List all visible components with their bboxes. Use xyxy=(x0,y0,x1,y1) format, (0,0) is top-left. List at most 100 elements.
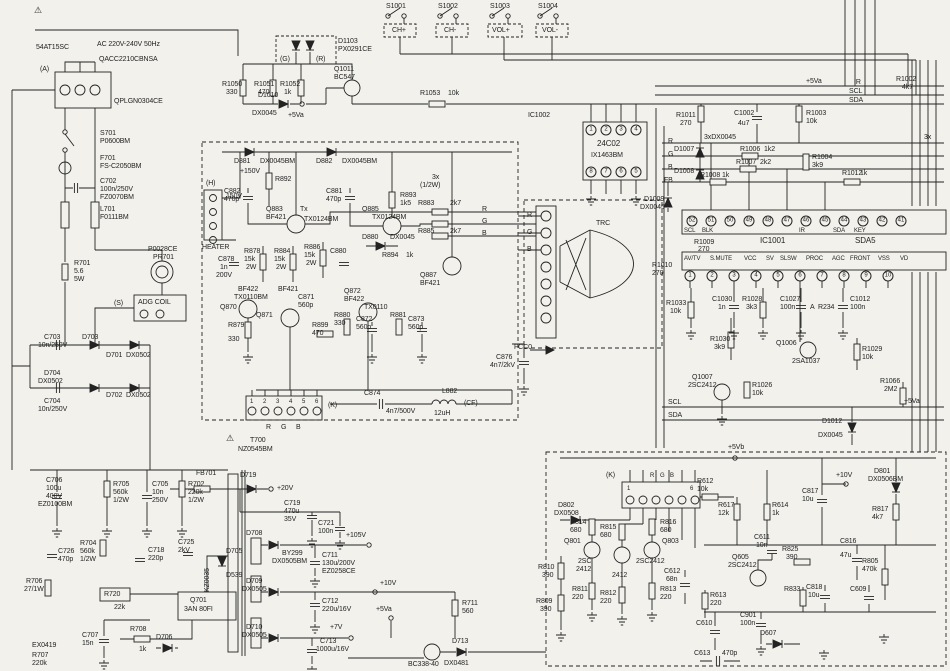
component-label: D709 xyxy=(246,578,263,585)
component-label: 560 xyxy=(462,608,474,615)
component-label: EZ0100BM xyxy=(38,501,73,508)
component-label: SLSW xyxy=(780,256,797,262)
component-label: R1004 xyxy=(812,154,833,161)
component-label: 5 xyxy=(302,399,306,405)
component-label: +7V xyxy=(330,624,343,631)
component-label: ⚠ xyxy=(34,5,42,15)
component-label: Q870 xyxy=(220,304,237,311)
component-label: 2SC xyxy=(578,558,592,565)
component-label: 10k xyxy=(697,486,708,493)
component-label: FCC0 xyxy=(514,344,532,351)
component-label: 68n xyxy=(666,576,678,583)
component-label: 4n7/2kV xyxy=(490,362,515,369)
component-label: DX0045BM xyxy=(260,158,295,165)
component-label: (G) xyxy=(280,56,290,63)
component-label: 2k2 xyxy=(760,159,771,166)
component-label: IR xyxy=(799,228,805,234)
component-label: C704 xyxy=(44,398,61,405)
component-label: 5W xyxy=(74,276,85,283)
component-label: R817 xyxy=(872,506,889,513)
component-label: B xyxy=(296,424,301,431)
component-label: D1010 xyxy=(258,92,279,99)
ic-pin-number: 41 xyxy=(895,215,907,227)
component-label: 270 xyxy=(680,120,692,127)
component-label: 220 xyxy=(572,594,584,601)
component-label: D706 xyxy=(156,634,173,641)
component-label: L701 xyxy=(100,206,116,213)
component-label: 5.6 xyxy=(74,268,84,275)
component-label: C876 xyxy=(496,354,513,361)
component-label: Q1011 xyxy=(334,66,354,73)
component-label: C611 xyxy=(754,534,770,541)
component-label: R xyxy=(482,206,487,213)
component-label: 680 xyxy=(600,532,612,539)
mains-input-section xyxy=(11,29,341,538)
ic-pin-number: 47 xyxy=(781,215,793,227)
component-label: C718 xyxy=(148,547,165,554)
component-label: B xyxy=(527,246,532,253)
component-label: 1k xyxy=(722,172,730,179)
component-label: QPLGN0304CE xyxy=(114,98,163,105)
component-label: 10k xyxy=(752,390,763,397)
component-label: 3x xyxy=(924,134,932,141)
ic-pin-number: 49 xyxy=(743,215,755,227)
component-label: 100n xyxy=(740,620,756,627)
crt-driver-board xyxy=(201,141,556,421)
component-label: 390 xyxy=(786,554,798,561)
component-label: R1012 xyxy=(842,170,863,177)
component-label: R816 xyxy=(660,519,677,526)
component-label: R1030 xyxy=(710,336,731,343)
component-label: R701 xyxy=(74,260,91,267)
ic-pin-number: 4 xyxy=(750,270,762,282)
component-label: 330 xyxy=(226,89,238,96)
component-label: B xyxy=(668,164,673,171)
component-label: 470p xyxy=(224,196,240,203)
component-label: D708 xyxy=(246,530,263,537)
component-label: PX0291CE xyxy=(338,46,372,53)
component-label: D802 xyxy=(558,502,575,509)
component-label: S1002 xyxy=(438,3,458,10)
component-label: D713 xyxy=(452,638,469,645)
component-label: R612 xyxy=(697,478,714,485)
component-label: R810 xyxy=(538,564,555,571)
component-label: R1066 xyxy=(880,378,901,385)
component-label: 3k9 xyxy=(812,162,823,169)
component-label: +10V xyxy=(836,472,853,479)
component-label: SCL xyxy=(668,399,682,406)
component-label: D701 xyxy=(106,352,123,359)
component-label: 15k xyxy=(274,256,285,263)
component-label: 2412 xyxy=(612,572,628,579)
component-label: DX0502 xyxy=(126,352,151,359)
component-label: 270 xyxy=(698,246,710,253)
component-label: 330 xyxy=(334,320,346,327)
component-label: 2SA1037 xyxy=(792,358,821,365)
component-label: 6 xyxy=(690,486,694,492)
component-label: 1k xyxy=(860,170,868,177)
component-label: R894 xyxy=(382,252,399,259)
component-label: QACC2210CBNSA xyxy=(99,56,158,63)
component-label: 3xDX0045 xyxy=(704,134,736,141)
component-label: R885 xyxy=(418,228,435,235)
ic-pin-number: 42 xyxy=(876,215,888,227)
component-label: IX1463BM xyxy=(591,152,623,159)
component-label: 2W xyxy=(306,260,317,267)
component-label: R617 xyxy=(718,502,735,509)
component-label: R812 xyxy=(600,590,617,597)
component-label: F0111BM xyxy=(100,214,129,221)
ic-pin-number: 51 xyxy=(705,215,717,227)
component-label: 2SC2412 xyxy=(636,558,665,565)
component-label: SDA xyxy=(668,412,683,419)
component-label: 1k xyxy=(772,510,780,517)
component-label: 3 xyxy=(276,399,280,405)
component-label: (1/2W) xyxy=(420,182,441,189)
component-label: FB701 xyxy=(196,470,217,477)
component-label: DX0502 xyxy=(126,392,151,399)
component-label: D1007 xyxy=(674,146,695,153)
component-label: 220k xyxy=(32,660,47,667)
component-label: 1n xyxy=(220,264,228,271)
component-label: C703 xyxy=(44,334,61,341)
component-label: 15k xyxy=(244,256,255,263)
crt-tube-section xyxy=(518,199,663,349)
component-label: 680 xyxy=(660,527,672,534)
component-label: 10k xyxy=(806,118,817,125)
